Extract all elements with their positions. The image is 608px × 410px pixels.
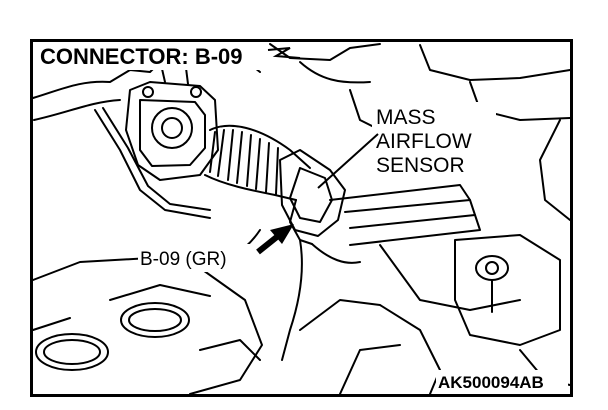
component-label-line3: SENSOR [376, 154, 465, 177]
title-leader-line [267, 47, 301, 59]
figure-code: AK500094AB [438, 373, 544, 392]
component-label-line2: AIRFLOW [376, 130, 472, 153]
sensor-leader-line [317, 133, 379, 189]
connector-title: CONNECTOR: B-09 [40, 44, 243, 69]
connector-arrow [256, 224, 294, 255]
callout-background [138, 244, 250, 272]
connector-callout-label: B-09 (GR) [140, 249, 227, 270]
title-background [38, 44, 268, 70]
component-label-background [372, 102, 496, 180]
figure-code-background [436, 370, 568, 392]
component-label-line1: MASS [376, 106, 436, 129]
